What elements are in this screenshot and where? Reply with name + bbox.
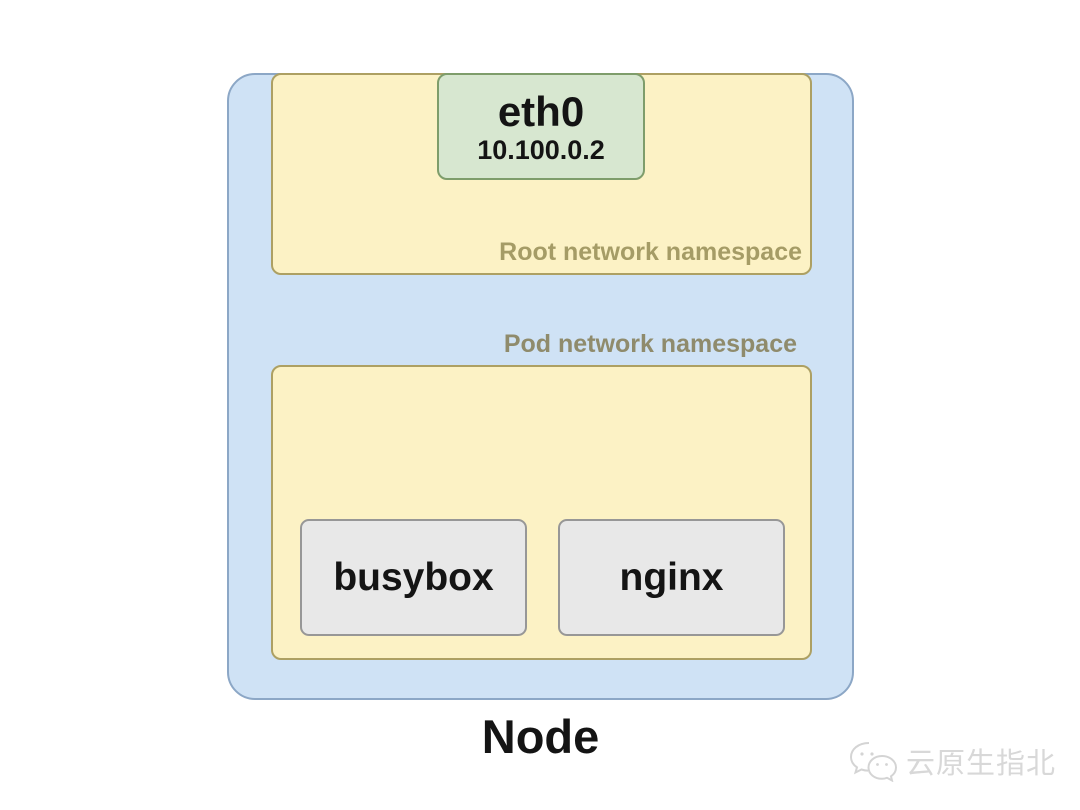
wechat-icon: [848, 740, 900, 782]
watermark-text: 云原生指北: [906, 748, 1057, 780]
busybox-label: busybox: [333, 555, 494, 599]
root-namespace-label: Root network namespace: [499, 238, 802, 266]
eth0-ip-address: 10.100.0.2: [477, 134, 605, 165]
nginx-label: nginx: [619, 555, 724, 599]
node-label: Node: [481, 710, 600, 763]
pod-namespace-label: Pod network namespace: [503, 330, 797, 358]
pod-network-namespace-box: busybox nginx: [271, 365, 812, 660]
watermark: 云原生指北: [848, 740, 1056, 782]
eth0-interface-box: eth0 10.100.0.2: [437, 73, 645, 180]
container-nginx: nginx: [558, 519, 785, 636]
eth0-label: eth0: [497, 87, 585, 135]
container-busybox: busybox: [300, 519, 527, 636]
